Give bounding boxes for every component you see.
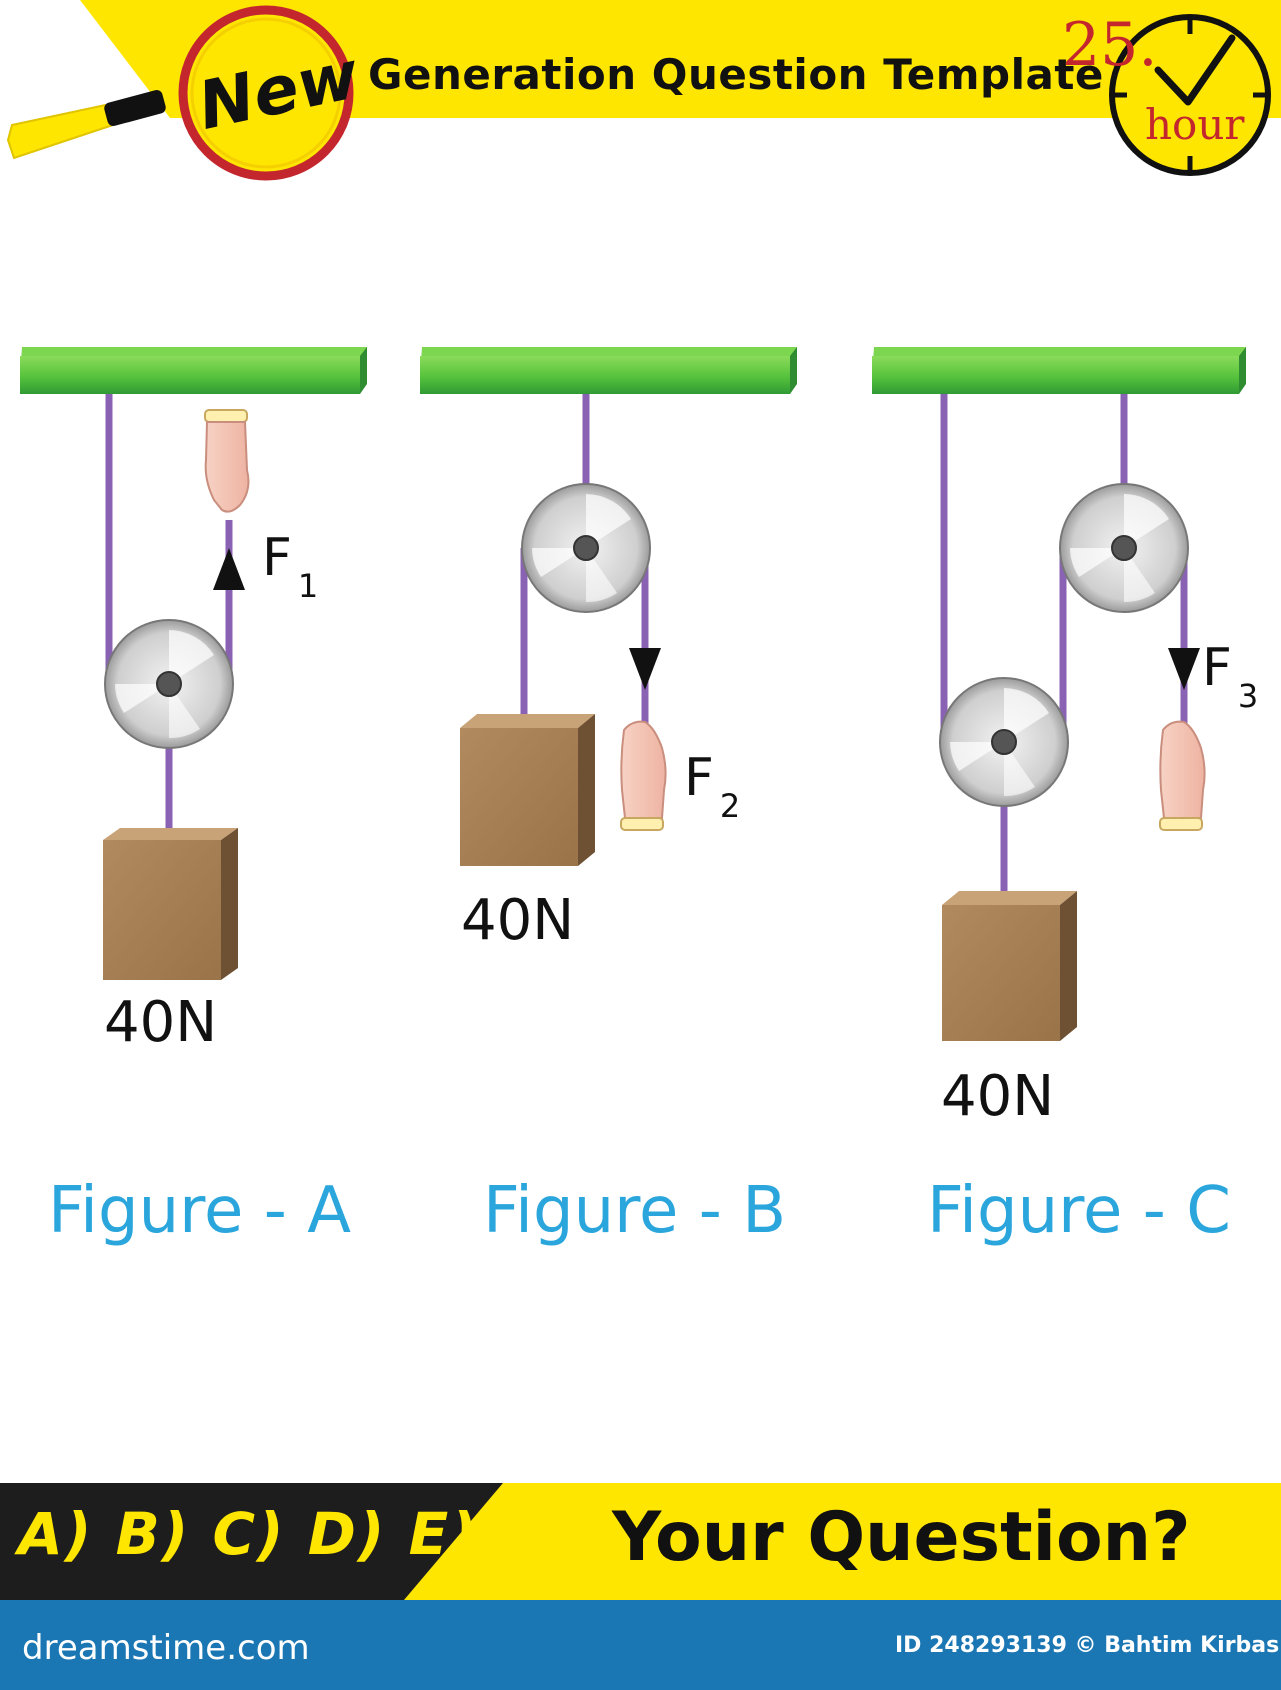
pulley-icon <box>1059 483 1189 613</box>
footer-blue-bar <box>0 1600 1281 1690</box>
question-prompt: Your Question? <box>612 1498 1191 1577</box>
answer-options: A) B) C) D) E) <box>18 1500 479 1568</box>
block-b <box>460 714 595 866</box>
footer-banner <box>0 1483 1281 1690</box>
weight-label-b: 40N <box>461 888 575 953</box>
caption-figure-c: Figure - C <box>927 1174 1231 1248</box>
caption-figure-a: Figure - A <box>48 1174 351 1248</box>
pulley-icon <box>939 677 1069 807</box>
figure-b <box>420 347 797 866</box>
weight-label-c: 40N <box>941 1064 1055 1129</box>
pulley-icon <box>104 619 234 749</box>
magnifier-icon <box>6 5 354 181</box>
figure-a <box>20 347 367 980</box>
arrow-down-icon <box>629 648 661 690</box>
hand-icon <box>620 720 667 831</box>
footer-dark-band <box>0 1483 503 1600</box>
header-banner <box>6 0 1281 181</box>
clock-icon <box>1109 14 1271 176</box>
figure-c <box>872 347 1246 1041</box>
arrow-up-icon <box>213 548 245 590</box>
page-title: Generation Question Template <box>368 50 1104 99</box>
block-a <box>103 828 238 980</box>
image-credit: ID 248293139 © Bahtim Kirbas <box>895 1633 1280 1658</box>
hand-icon <box>1159 720 1206 831</box>
pulley-icon <box>521 483 651 613</box>
question-counter: 25. <box>1062 10 1158 80</box>
caption-figure-b: Figure - B <box>483 1174 787 1248</box>
brand-watermark: dreamstime.com <box>22 1628 310 1668</box>
weight-label-a: 40N <box>104 990 218 1055</box>
counter-unit: hour <box>1145 100 1245 149</box>
hand-icon <box>204 409 250 513</box>
ceiling-c <box>872 347 1246 394</box>
ceiling-b <box>420 347 797 394</box>
ceiling-a <box>20 347 367 394</box>
block-c <box>942 891 1077 1041</box>
checkmark-icon <box>1154 34 1236 106</box>
header-yellow-band <box>80 0 1281 118</box>
arrow-down-icon <box>1168 648 1200 690</box>
